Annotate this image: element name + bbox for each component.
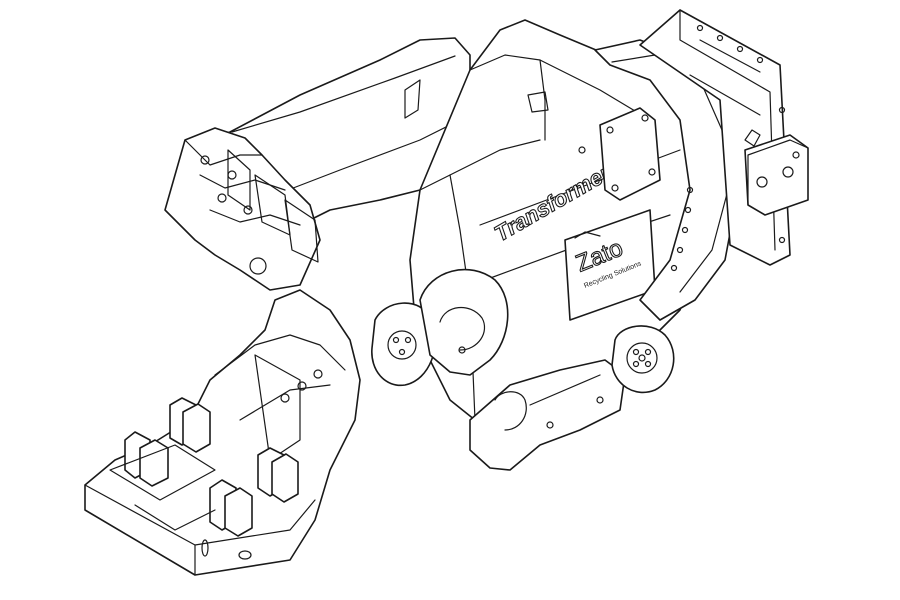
hydraulic-valve-block [744, 129, 809, 216]
cylinder-pivot-disc [611, 325, 675, 394]
cylinder-cover [469, 359, 626, 471]
main-pivot-hub [371, 302, 437, 387]
logo-plate: Zato Recycling Solutions [564, 209, 656, 321]
lower-jaw-teeth [109, 397, 299, 537]
cover-plate [578, 107, 661, 201]
lower-jaw [84, 289, 361, 576]
lower-pin-hook [419, 268, 509, 376]
upper-jaw-teeth [164, 127, 321, 291]
